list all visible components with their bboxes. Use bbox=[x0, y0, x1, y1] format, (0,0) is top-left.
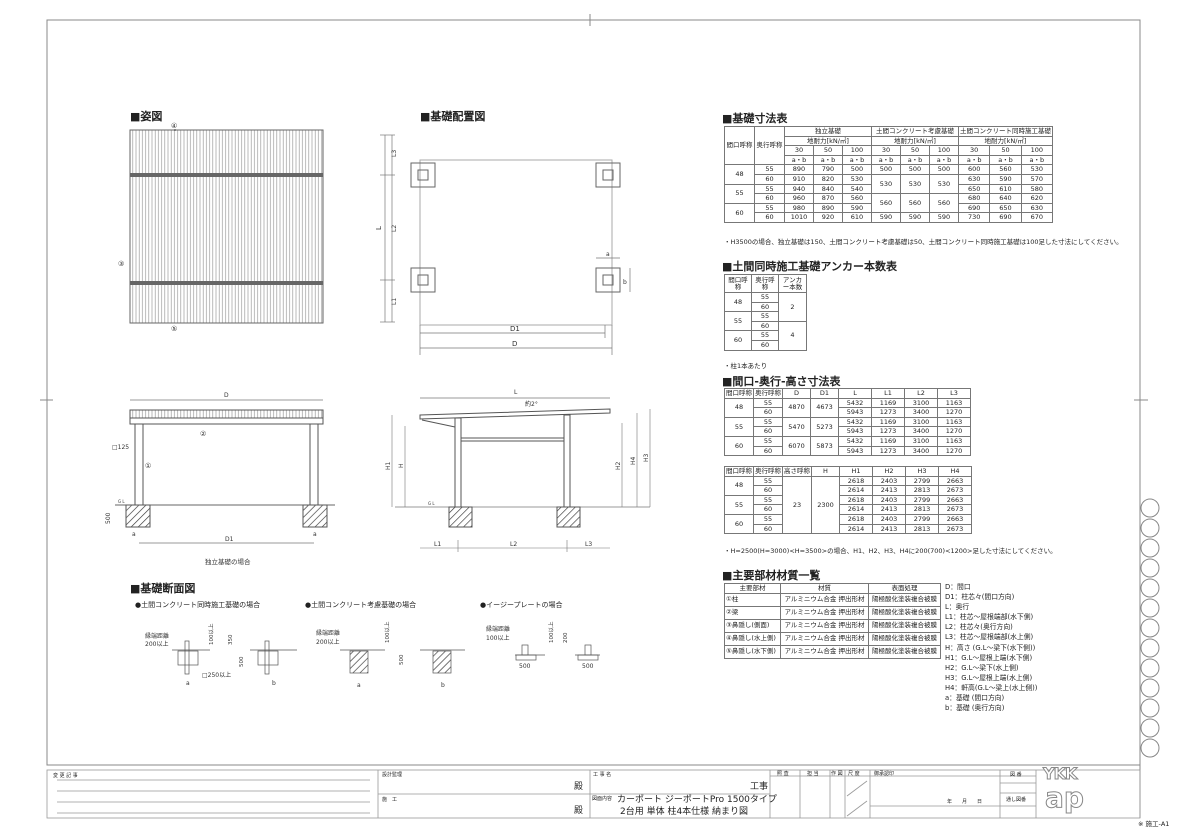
size-table-heading: ■間口-奥行-高さ寸法表 bbox=[722, 375, 841, 388]
table-cell: 陽極酸化塗装複合被膜 bbox=[867, 644, 942, 659]
table-cell: 2 bbox=[778, 292, 807, 322]
approval-date: 年 月 日 bbox=[947, 799, 983, 805]
drawing-title-line1: カーポート ジーポートPro 1500タイプ bbox=[617, 795, 777, 805]
table-row: ⑤鼻隠し(水下側)アルミニウム合金 押出形材陽極酸化塗装複合被膜 bbox=[723, 644, 942, 659]
table-cell: 60 bbox=[724, 513, 754, 535]
scale-label: 尺 度 bbox=[848, 771, 860, 777]
section-view-1-title: ●土間コンクリート同時施工基礎の場合 bbox=[135, 601, 261, 609]
approval-label: 御承認印 bbox=[874, 771, 895, 777]
section-view-3-title: ●イージープレートの場合 bbox=[480, 601, 563, 609]
legend-item: L：奥行 bbox=[945, 603, 970, 612]
content-label: 図面内容 bbox=[592, 796, 613, 802]
section-heading: ■基礎断面図 bbox=[130, 582, 196, 595]
table-cell: 60 bbox=[751, 339, 779, 351]
table-cell: 48 bbox=[724, 475, 754, 496]
drawing-code: ※ 施工-A1 bbox=[1138, 820, 1170, 828]
table-row: ①柱アルミニウム合金 押出形材陽極酸化塗装複合被膜 bbox=[723, 592, 942, 607]
legend-item: H3：G.L～屋根上端(水上側) bbox=[945, 673, 1033, 682]
table-cell: 2300 bbox=[811, 475, 840, 535]
table-cell: ⑤鼻隠し(水下側) bbox=[723, 644, 782, 659]
header-row: 間口呼称奥行呼称アンカー本数 bbox=[724, 274, 807, 293]
construction-sama: 殿 bbox=[574, 806, 584, 816]
project-suffix: 工事 bbox=[750, 782, 769, 792]
change-log-label: 変 更 記 事 bbox=[53, 773, 78, 779]
legend-item: H1：G.L～屋根上端(水下側) bbox=[945, 653, 1033, 662]
legend-item: D1：柱芯々(間口方向) bbox=[945, 593, 1015, 602]
header-row: 間口呼称奥行呼称独立基礎土間コンクリート考慮基礎土間コンクリート同時施工基礎 bbox=[724, 125, 1053, 166]
drawing-number-label: 図 番 bbox=[1010, 772, 1022, 778]
foundation-table-heading: ■基礎寸法表 bbox=[722, 112, 788, 125]
check-label: 照 査 bbox=[777, 771, 789, 777]
header-cell: アンカー本数 bbox=[778, 274, 807, 293]
table-cell: アルミニウム合金 押出形材 bbox=[780, 644, 869, 659]
serial-number-label: 通し図番 bbox=[1006, 797, 1027, 803]
construction-label: 施 工 bbox=[382, 797, 398, 803]
table-row: 60 bbox=[725, 339, 807, 351]
charge-label: 担 当 bbox=[807, 771, 819, 777]
material-table-heading: ■主要部材材質一覧 bbox=[722, 569, 821, 582]
legend-item: L3：柱芯～屋根端部(水上側) bbox=[945, 633, 1034, 642]
drawing-title-line2: 2台用 単体 柱4本仕様 納まり図 bbox=[620, 807, 749, 817]
header-cell: 奥行呼称 bbox=[751, 274, 779, 293]
project-label: 工 事 名 bbox=[593, 772, 612, 778]
table-cell: 4870 bbox=[782, 397, 811, 418]
legend-item: H4：軒高(G.L～梁上(水上側)) bbox=[945, 683, 1038, 692]
table-cell: 730 bbox=[957, 212, 991, 223]
table-cell: 1270 bbox=[937, 445, 971, 457]
drawn-label: 作 図 bbox=[831, 771, 843, 777]
table-cell: 60 bbox=[753, 523, 783, 535]
anchor-note: ・柱1本あたり bbox=[724, 362, 768, 370]
anchor-table-heading: ■土間同時施工基礎アンカー本数表 bbox=[722, 260, 897, 273]
foundation-note: ・H3500の場合、独立基礎は150、土間コンクリート考慮基礎は50、土間コンク… bbox=[724, 238, 1123, 246]
legend-item: L1：柱芯～屋根端部(水下側) bbox=[945, 613, 1034, 622]
table-cell: 4 bbox=[778, 320, 807, 351]
table-row: ④鼻隠し(水上側)アルミニウム合金 押出形材陽極酸化塗装複合被膜 bbox=[723, 631, 942, 646]
section-view-2-title: ●土間コンクリート考慮基礎の場合 bbox=[305, 601, 417, 609]
legend-item: L2：柱芯々(奥行方向) bbox=[945, 623, 1013, 632]
table-row: ③鼻隠し(側面)アルミニウム合金 押出形材陽極酸化塗装複合被膜 bbox=[723, 618, 942, 633]
table-cell: 2673 bbox=[938, 523, 972, 535]
design-sama: 殿 bbox=[574, 782, 584, 792]
revision-circles bbox=[1140, 498, 1160, 758]
legend-item: H2：G.L～梁下(水上側) bbox=[945, 663, 1019, 672]
table-cell: 60 bbox=[753, 445, 783, 457]
legend-item: H：高さ (G.L～梁下(水下側)) bbox=[945, 643, 1036, 652]
legend-item: b：基礎 (奥行方向) bbox=[945, 704, 1005, 713]
legend-item: a：基礎 (間口方向) bbox=[945, 694, 1005, 703]
ykk-logo: YKK bbox=[1042, 764, 1077, 783]
perspective-heading: ■姿図 bbox=[130, 110, 163, 123]
design-label: 設計監理 bbox=[382, 772, 403, 778]
legend-item: D：間口 bbox=[945, 583, 971, 591]
table-cell: 670 bbox=[1020, 212, 1054, 223]
layout-heading: ■基礎配置図 bbox=[420, 110, 486, 123]
ap-logo: ap bbox=[1045, 781, 1085, 814]
foundation-table: 間口呼称奥行呼称独立基礎土間コンクリート考慮基礎土間コンクリート同時施工基礎地耐… bbox=[724, 125, 1054, 223]
size-note: ・H=2500(H=3000)<H=3500>の場合、H1、H2、H3、H4に2… bbox=[724, 547, 1057, 555]
